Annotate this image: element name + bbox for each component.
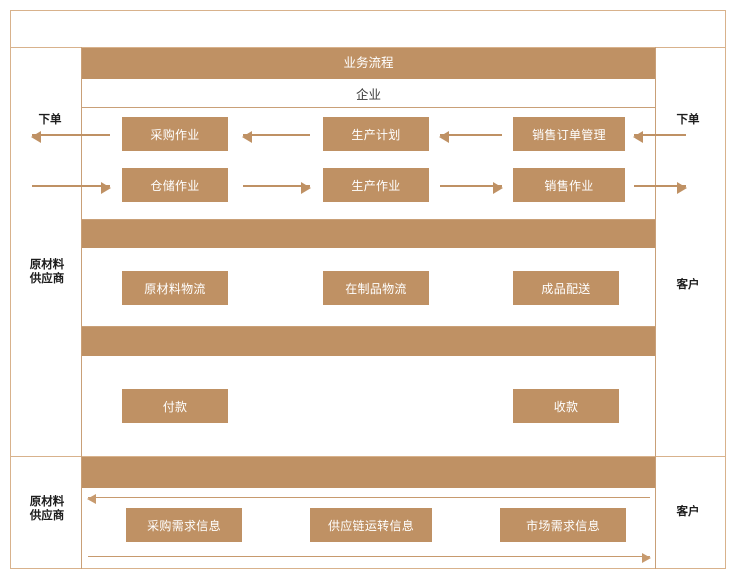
operation-row-bottom-rule	[82, 219, 655, 220]
node-supply-chain-operation-info[interactable]: 供应链运转信息	[310, 508, 432, 542]
node-sales-operation[interactable]: 销售作业	[513, 168, 625, 202]
arrow-customer-to-sales	[633, 131, 686, 143]
title-band-label: 业务流程	[343, 56, 394, 70]
arrow-purchasing-to-supplier	[31, 131, 110, 143]
outer-frame-top-strip	[10, 10, 726, 48]
arrow-plan-to-purchasing	[242, 131, 310, 143]
arrow-production-to-sales	[440, 182, 503, 194]
node-production-plan[interactable]: 生产计划	[323, 117, 429, 151]
node-raw-material-logistics[interactable]: 原材料物流	[122, 271, 228, 305]
left-label-supplier-mid-line2: 供应商	[29, 273, 65, 286]
right-label-place-order: 下单	[660, 113, 716, 127]
node-market-demand-info[interactable]: 市场需求信息	[500, 508, 626, 542]
left-label-supplier-bottom-line2: 供应商	[29, 510, 65, 523]
node-purchasing[interactable]: 采购作业	[122, 117, 228, 151]
arrow-sales-to-customer	[634, 182, 687, 194]
logistics-divider-band	[82, 220, 655, 248]
left-label-supplier-bottom: 原材料 供应商	[14, 495, 80, 524]
lane-divider-right-bottom	[655, 456, 656, 569]
arrow-information-to-customer	[88, 552, 651, 563]
enterprise-subheader-label: 企业	[355, 87, 381, 102]
left-label-place-order: 下单	[22, 113, 78, 127]
title-band: 业务流程	[82, 48, 655, 79]
enterprise-subheader: 企业	[82, 79, 655, 107]
outer-frame-information	[10, 456, 726, 569]
lane-divider-left	[81, 47, 82, 457]
left-label-place-order-text: 下单	[38, 114, 62, 126]
subheader-bottom-rule	[82, 107, 655, 108]
arrow-warehousing-to-production	[243, 182, 311, 194]
right-label-customer-bottom-text: 客户	[676, 506, 700, 518]
arrow-supplier-to-warehousing	[32, 182, 111, 194]
lane-divider-left-bottom	[81, 456, 82, 569]
right-label-customer-bottom: 客户	[660, 505, 716, 519]
left-label-supplier-bottom-line1: 原材料	[29, 496, 65, 508]
right-label-customer-mid-text: 客户	[676, 279, 700, 291]
node-warehousing[interactable]: 仓储作业	[122, 168, 228, 202]
right-label-customer-mid: 客户	[660, 278, 716, 292]
right-label-place-order-text: 下单	[676, 114, 700, 126]
logistics-row-bottom-rule	[82, 326, 655, 327]
node-wip-logistics[interactable]: 在制品物流	[323, 271, 429, 305]
node-finished-goods-delivery[interactable]: 成品配送	[513, 271, 619, 305]
information-divider-band	[82, 457, 655, 488]
node-purchase-demand-info[interactable]: 采购需求信息	[126, 508, 242, 542]
arrow-sales-to-plan	[439, 131, 502, 143]
node-sales-order-management[interactable]: 销售订单管理	[513, 117, 625, 151]
left-label-supplier-mid-line1: 原材料	[29, 259, 65, 271]
node-production-operation[interactable]: 生产作业	[323, 168, 429, 202]
payment-divider-band	[82, 327, 655, 356]
node-payment-out[interactable]: 付款	[122, 389, 228, 423]
arrow-information-to-supplier	[87, 493, 650, 504]
left-label-supplier-mid: 原材料 供应商	[14, 258, 80, 287]
lane-divider-right	[655, 47, 656, 457]
node-payment-in[interactable]: 收款	[513, 389, 619, 423]
